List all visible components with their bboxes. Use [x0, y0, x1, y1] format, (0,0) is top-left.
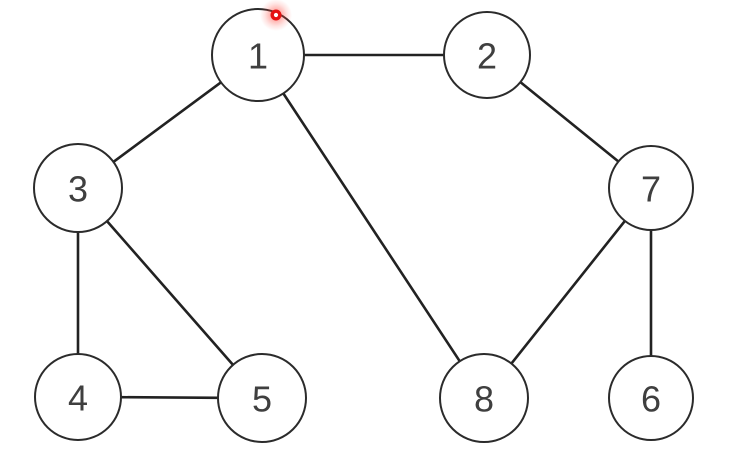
node-circle-2 — [443, 11, 531, 99]
node-circle-7 — [608, 145, 694, 231]
cursor-marker-ring — [270, 9, 282, 21]
node-label-6: 6 — [641, 379, 661, 420]
node-circle-8 — [439, 353, 529, 443]
edge-layer — [76, 53, 653, 400]
node-label-2: 2 — [477, 36, 497, 77]
graph-node-7[interactable]: 7 — [608, 145, 694, 231]
node-label-5: 5 — [252, 379, 272, 420]
graph-node-5[interactable]: 5 — [217, 353, 307, 443]
node-label-4: 4 — [68, 378, 88, 419]
edge-4-5 — [119, 395, 220, 400]
node-label-8: 8 — [474, 379, 494, 420]
node-circle-1 — [211, 8, 305, 102]
cursor-click-marker — [260, 0, 292, 31]
graph-node-4[interactable]: 4 — [34, 353, 122, 441]
node-label-3: 3 — [68, 169, 88, 210]
node-label-7: 7 — [641, 169, 661, 210]
node-layer: 1 2 3 7 4 5 8 6 — [33, 8, 694, 443]
graph-node-2[interactable]: 2 — [443, 11, 531, 99]
node-circle-5 — [217, 353, 307, 443]
edge-2-7 — [519, 80, 620, 163]
node-circle-4 — [34, 353, 122, 441]
graph-node-3[interactable]: 3 — [33, 143, 123, 233]
edge-1-8 — [281, 92, 462, 363]
node-label-1: 1 — [248, 36, 268, 77]
edge-7-8 — [510, 219, 627, 365]
graph-node-1[interactable]: 1 — [211, 8, 305, 102]
edge-3-5 — [105, 219, 235, 367]
node-circle-3 — [33, 143, 123, 233]
edge-1-3 — [112, 81, 223, 164]
node-circle-6 — [608, 355, 694, 441]
graph-node-8[interactable]: 8 — [439, 353, 529, 443]
graph-node-6[interactable]: 6 — [608, 355, 694, 441]
